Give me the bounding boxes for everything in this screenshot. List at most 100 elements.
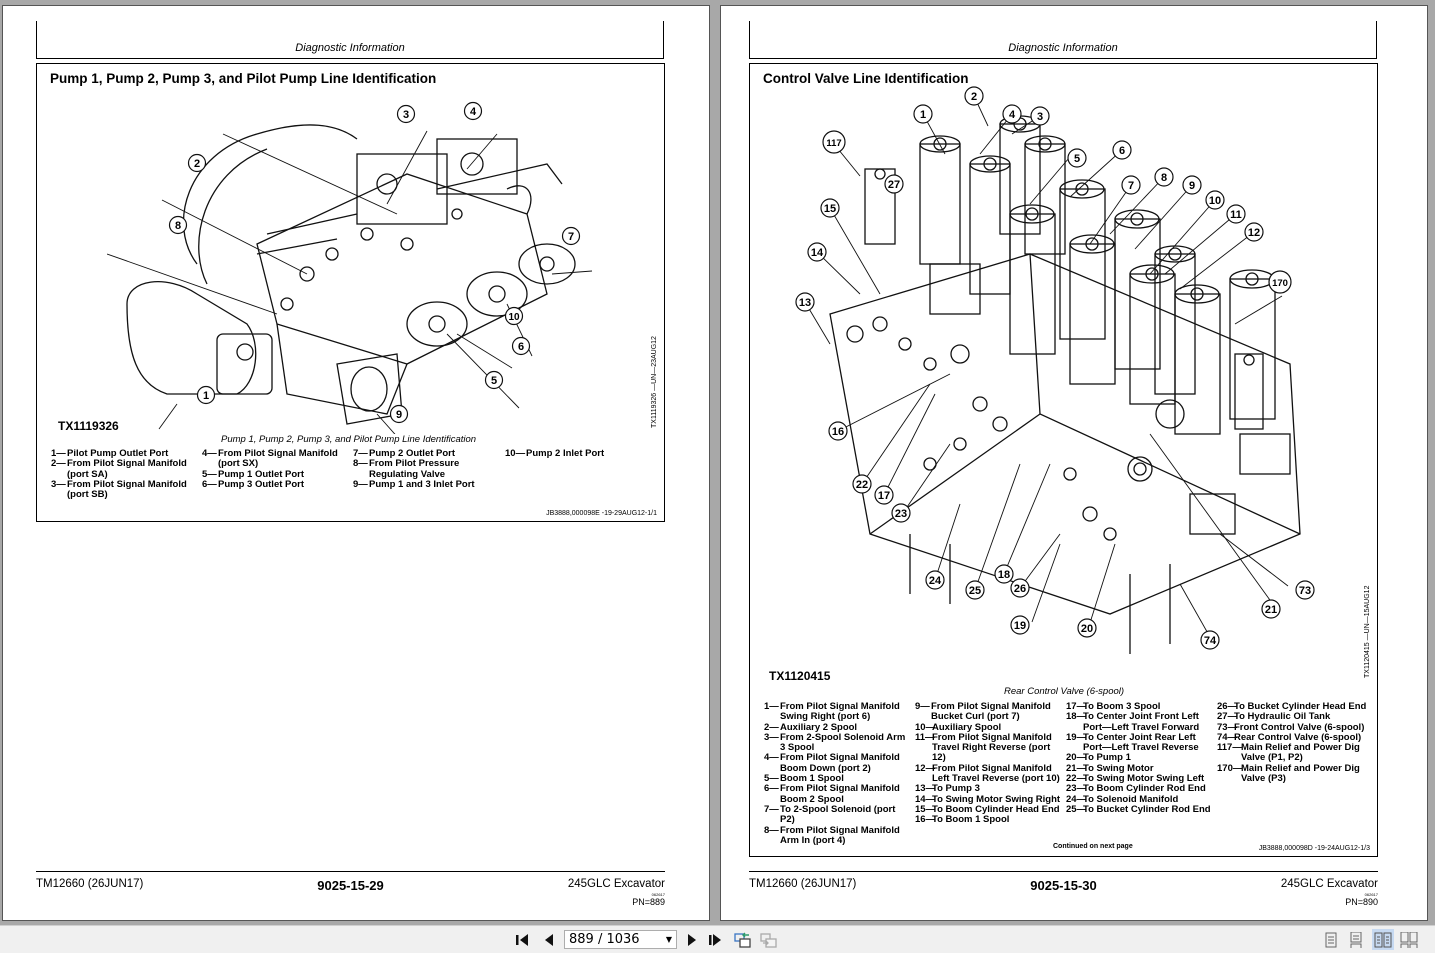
callout-9: 9 bbox=[389, 404, 409, 424]
legend-item: 24—To Solenoid Manifold bbox=[1066, 793, 1179, 805]
viewer-toolbar: 889 / 1036 ▼ bbox=[0, 925, 1435, 953]
page-footer: TM12660 (26JUN17) 9025-15-30 245GLC Exca… bbox=[749, 871, 1378, 907]
callout-2: 2 bbox=[187, 153, 207, 173]
svg-text:26: 26 bbox=[1014, 583, 1026, 595]
document-reference: JB3888,000098E -19-29AUG12-1/1 bbox=[546, 510, 657, 517]
callout-24: 24 bbox=[925, 570, 945, 590]
svg-text:8: 8 bbox=[175, 220, 181, 232]
svg-text:14: 14 bbox=[811, 247, 824, 259]
svg-text:10: 10 bbox=[1209, 195, 1221, 207]
legend-column: 1—Pilot Pump Outlet Port 2—From Pilot Si… bbox=[51, 448, 196, 501]
callout-8: 8 bbox=[1154, 167, 1174, 187]
header-title: Diagnostic Information bbox=[295, 42, 405, 54]
next-page-icon bbox=[688, 933, 696, 946]
callout-10: 10 bbox=[1205, 190, 1225, 210]
previous-page-icon bbox=[545, 933, 553, 946]
go-back-button[interactable] bbox=[732, 929, 754, 950]
callout-11: 11 bbox=[1226, 204, 1246, 224]
page-indicator: 889 / 1036 bbox=[569, 932, 640, 947]
legend-item: 6—From Pilot Signal Manifold Boom 2 Spoo… bbox=[764, 783, 900, 805]
legend-item: 25—To Bucket Cylinder Rod End bbox=[1066, 803, 1211, 815]
callout-5: 5 bbox=[484, 370, 504, 390]
legend-column: 4—From Pilot Signal Manifold (port SX) 5… bbox=[202, 448, 347, 490]
view-continuous-button[interactable] bbox=[1345, 929, 1367, 950]
legend-item: 1—From Pilot Signal Manifold Swing Right… bbox=[764, 701, 900, 723]
document-page-right: Diagnostic Information Control Valve Lin… bbox=[721, 6, 1427, 920]
callout-27: 27 bbox=[884, 174, 904, 194]
legend-item: 1—Pilot Pump Outlet Port bbox=[51, 448, 169, 459]
svg-text:9: 9 bbox=[396, 409, 402, 421]
svg-text:7: 7 bbox=[568, 231, 574, 243]
callout-15: 15 bbox=[820, 198, 840, 218]
legend-item: 26—To Bucket Cylinder Head End bbox=[1217, 701, 1367, 712]
legend-item: 3—From Pilot Signal Manifold (port SB) bbox=[51, 478, 187, 501]
view-two-page-continuous-button[interactable] bbox=[1398, 929, 1420, 950]
legend-item: 17—To Boom 3 Spool bbox=[1066, 701, 1161, 712]
legend-item: 15—To Boom Cylinder Head End bbox=[915, 803, 1060, 815]
legend: 1—Pilot Pump Outlet Port 2—From Pilot Si… bbox=[51, 448, 651, 509]
legend-item: 11—From Pilot Signal Manifold Travel Rig… bbox=[915, 731, 1052, 764]
go-back-icon bbox=[734, 932, 751, 948]
callout-14: 14 bbox=[807, 242, 827, 262]
callout-12: 12 bbox=[1244, 222, 1264, 242]
svg-text:16: 16 bbox=[832, 426, 844, 438]
callout-74: 74 bbox=[1200, 630, 1220, 650]
single-page-icon bbox=[1325, 932, 1337, 947]
page-number-input[interactable]: 889 / 1036 ▼ bbox=[564, 930, 677, 949]
svg-text:73: 73 bbox=[1299, 585, 1311, 597]
legend-item: 117—Main Relief and Power Dig Valve (P1,… bbox=[1217, 742, 1360, 764]
view-single-page-button[interactable] bbox=[1320, 929, 1342, 950]
go-forward-button[interactable] bbox=[758, 929, 780, 950]
page-footer: TM12660 (26JUN17) 9025-15-29 245GLC Exca… bbox=[36, 871, 665, 907]
svg-text:1: 1 bbox=[920, 109, 926, 121]
svg-text:5: 5 bbox=[1074, 153, 1080, 165]
callout-6: 6 bbox=[511, 336, 531, 356]
svg-text:4: 4 bbox=[470, 106, 477, 118]
machine-model: 245GLC Excavator bbox=[567, 878, 665, 890]
svg-text:2: 2 bbox=[194, 158, 200, 170]
previous-page-button[interactable] bbox=[538, 929, 560, 950]
svg-text:27: 27 bbox=[888, 179, 900, 191]
header-title: Diagnostic Information bbox=[1008, 42, 1118, 54]
content-box: Pump 1, Pump 2, Pump 3, and Pilot Pump L… bbox=[36, 63, 665, 522]
legend-item: 8—From Pilot Signal Manifold Arm In (por… bbox=[764, 824, 900, 846]
legend-column: 7—Pump 2 Outlet Port 8—From Pilot Pressu… bbox=[353, 448, 483, 490]
manual-number: TM12660 (26JUN17) bbox=[36, 878, 144, 890]
first-page-button[interactable] bbox=[512, 929, 534, 950]
svg-text:7: 7 bbox=[1128, 180, 1134, 192]
figure-side-ref: TX1120415 —UN—15AUG12 bbox=[1364, 585, 1371, 678]
last-page-button[interactable] bbox=[705, 929, 727, 950]
svg-text:10: 10 bbox=[508, 312, 520, 323]
section-title: Control Valve Line Identification bbox=[763, 71, 969, 86]
page-dropdown-arrow-icon[interactable]: ▼ bbox=[665, 935, 672, 944]
next-page-button[interactable] bbox=[681, 929, 703, 950]
page-header: Diagnostic Information bbox=[749, 21, 1377, 59]
two-page-continuous-icon bbox=[1400, 931, 1418, 948]
callout-16: 16 bbox=[828, 421, 848, 441]
page-number: PN=890 bbox=[1345, 897, 1378, 907]
svg-text:21: 21 bbox=[1265, 604, 1277, 616]
callout-layer: 1 2 3 4 5 6 7 8 9 10 bbox=[168, 101, 581, 424]
date-code: 062617 bbox=[651, 892, 665, 897]
svg-text:117: 117 bbox=[826, 138, 841, 149]
figure-id: TX1119326 bbox=[58, 419, 119, 433]
svg-text:22: 22 bbox=[856, 479, 868, 491]
legend-item: 3—From 2-Spool Solenoid Arm 3 Spool bbox=[764, 731, 906, 754]
callout-26: 26 bbox=[1010, 578, 1030, 598]
legend-item: 9—From Pilot Signal Manifold Bucket Curl… bbox=[915, 701, 1051, 723]
callout-23: 23 bbox=[891, 503, 911, 523]
legend-item: 13—To Pump 3 bbox=[915, 783, 980, 795]
legend: 1—From Pilot Signal Manifold Swing Right… bbox=[764, 701, 1369, 845]
view-two-page-button[interactable] bbox=[1372, 929, 1394, 950]
callout-25: 25 bbox=[965, 580, 985, 600]
svg-text:24: 24 bbox=[929, 575, 942, 587]
legend-item: 74—Rear Control Valve (6-spool) bbox=[1217, 731, 1362, 743]
callout-7: 7 bbox=[561, 226, 581, 246]
legend-item: 5—Boom 1 Spool bbox=[764, 773, 844, 785]
date-code: 062617 bbox=[1364, 892, 1378, 897]
pump-illustration bbox=[107, 124, 593, 434]
callout-3: 3 bbox=[1030, 106, 1050, 126]
legend-column: 10—Pump 2 Inlet Port bbox=[505, 448, 645, 459]
svg-text:13: 13 bbox=[799, 297, 811, 309]
